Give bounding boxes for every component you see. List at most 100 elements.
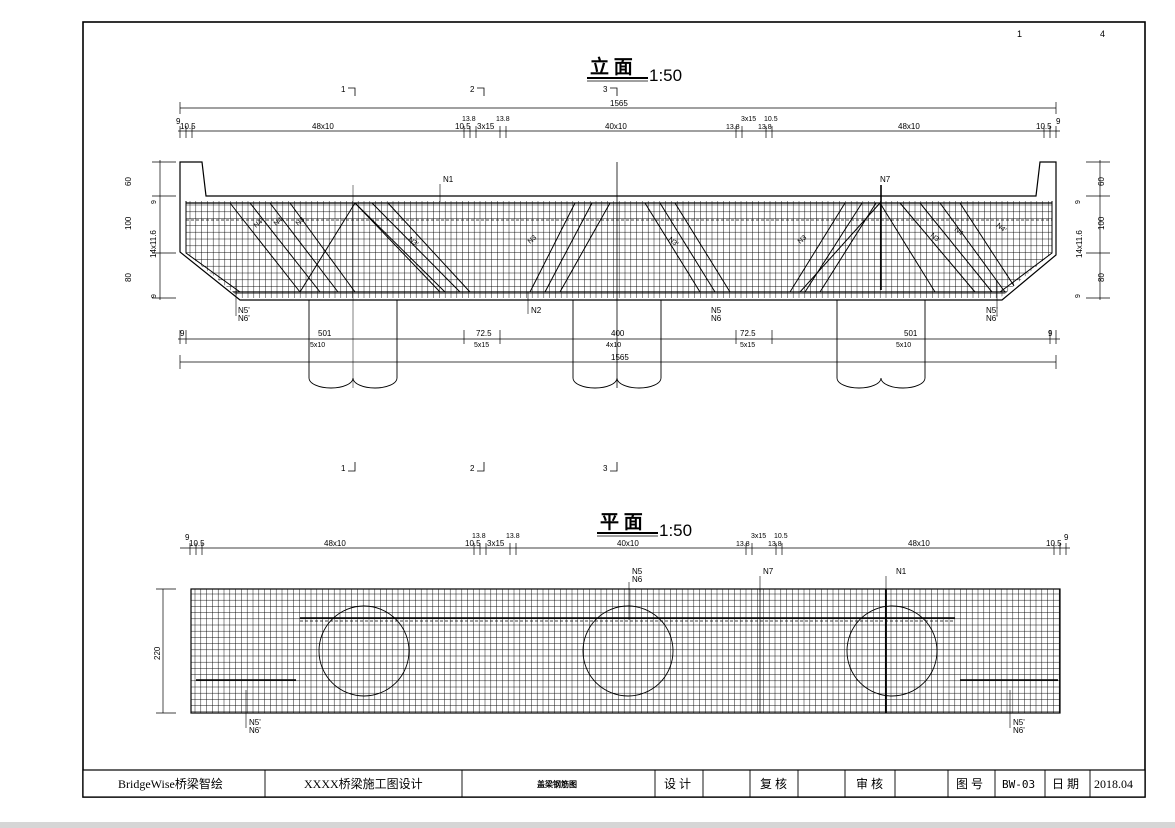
bent-rebar (354, 202, 446, 293)
label-n6p-right: N6' (986, 314, 998, 323)
section-mark-2-top: 2 (470, 85, 475, 94)
bent-rebar (229, 202, 301, 293)
label-n3-c: N3 (797, 234, 808, 245)
label-n3-b: N3 (527, 234, 538, 245)
tb-approve-label: 审 核 (856, 776, 883, 791)
bent-rebar (919, 202, 993, 293)
elev-left-dim-60: 60 (124, 177, 133, 186)
label-n6p-left: N6' (238, 314, 250, 323)
plan-dim-3x15-a: 3x15 (487, 539, 505, 548)
bent-rebar (879, 202, 936, 293)
label-n3p-c: N3' (929, 232, 941, 244)
tb-project: XXXX桥梁施工图设计 (304, 776, 423, 791)
section-mark-1-bottom: 1 (341, 464, 346, 473)
elev-right-dim-80: 80 (1097, 273, 1106, 282)
bent-rebar (544, 202, 593, 293)
plan-label-n5p-right: N5' (1013, 718, 1025, 727)
elev-dim-9-right: 9 (1056, 117, 1061, 126)
elev-bottom-501-right: 501 (904, 329, 918, 338)
bent-rebar (299, 202, 356, 293)
plan-label-n6p-right: N6' (1013, 726, 1025, 735)
label-n2: N2 (531, 306, 542, 315)
plan-view: 平 面 1:50 9 10.5 48x10 10.5 13.8 3x15 13.… (153, 512, 1070, 735)
elev-left-dim-80: 80 (124, 273, 133, 282)
plan-dim-9-right: 9 (1064, 533, 1069, 542)
cap-beam-outline (179, 161, 1057, 301)
elev-total-width-bottom: 1565 (611, 353, 629, 362)
elevation-rebar-mesh (186, 201, 1052, 298)
elev-dim-9-left: 9 (176, 117, 181, 126)
bent-rebar (789, 202, 846, 293)
bent-rebar (387, 202, 471, 293)
elev-dim-3x15-b: 3x15 (741, 116, 756, 123)
elev-right-dim-9b: 9 (1075, 294, 1082, 298)
elev-dim-48x10-left: 48x10 (312, 122, 334, 131)
bent-rebar (529, 202, 576, 293)
elev-bottom-400-sub: 4x10 (606, 342, 621, 349)
label-n4-a: N4 (273, 216, 284, 227)
bent-rebar (799, 202, 881, 293)
title-block: BridgeWise桥梁智绘 XXXX桥梁施工图设计 盖梁钢筋图 设 计 复 核… (82, 769, 1146, 798)
plan-dim-138-a: 13.8 (472, 533, 486, 540)
elev-right-dim-100: 100 (1097, 216, 1106, 230)
tb-drawing-name: 盖梁钢筋图 (537, 779, 577, 789)
bent-rebar (899, 202, 976, 293)
section-mark-3-top: 3 (603, 85, 608, 94)
plan-width-dim: 220 (153, 646, 162, 660)
bent-rebar (959, 202, 1019, 293)
plan-dim-105-b: 10.5 (465, 539, 481, 548)
elev-total-width-top: 1565 (610, 99, 628, 108)
bent-rebar (939, 202, 1006, 293)
plan-outline (190, 588, 1061, 714)
elev-dim-105-c: 10.5 (764, 116, 778, 123)
plan-dim-105-left: 10.5 (189, 539, 205, 548)
bent-rebar (269, 202, 339, 293)
bent-rebar (659, 202, 716, 293)
elev-dim-138-c: 13.8 (726, 124, 740, 131)
plan-label-n6p-left: N6' (249, 726, 261, 735)
elev-right-dim-9a: 9 (1075, 200, 1082, 204)
bent-rebar (559, 202, 611, 293)
tb-review-label: 复 核 (760, 777, 787, 791)
elev-bottom-400: 400 (611, 329, 625, 338)
label-n3-a: N3 (295, 216, 306, 227)
plan-label-n6: N6 (632, 575, 643, 584)
plan-rebar-labels: N5 N6 N7 N1 N5' N6' N5' N6' (245, 567, 1025, 735)
label-n5p-right: N5' (986, 306, 998, 315)
label-n1: N1 (443, 175, 454, 184)
window-bottom-strip (0, 822, 1175, 828)
elev-left-dim-100: 100 (124, 216, 133, 230)
elevation-scale: 1:50 (649, 66, 682, 85)
corner-number-right: 4 (1100, 29, 1105, 39)
elev-bottom-501-right-sub: 5x10 (896, 342, 911, 349)
elev-left-dim-14x116: 14x11.6 (149, 230, 158, 258)
elev-dim-138-a: 13.8 (462, 116, 476, 123)
elev-right-dim-14x116: 14x11.6 (1075, 230, 1084, 258)
plan-label-n1: N1 (896, 567, 907, 576)
plan-dim-48x10-right: 48x10 (908, 539, 930, 548)
plan-dim-138-d: 13.8 (768, 541, 782, 548)
bent-rebar (354, 202, 441, 293)
elevation-title: 立 面 (590, 55, 633, 78)
plan-dim-138-b: 13.8 (506, 533, 520, 540)
label-n4p-b: N4' (995, 222, 1007, 234)
section-mark-3-bottom: 3 (603, 464, 608, 473)
bent-rebar (644, 202, 701, 293)
plan-dim-138-c: 13.8 (736, 541, 750, 548)
plan-rebar-mesh (191, 589, 1060, 713)
elev-bottom-501-left-sub: 5x10 (310, 342, 325, 349)
label-n3p-a: N3' (407, 236, 419, 248)
bent-rebar (804, 202, 863, 293)
tb-date-label: 日 期 (1052, 777, 1079, 791)
plan-label-n5: N5 (632, 567, 643, 576)
elev-left-dim-9b: 9 (151, 294, 158, 298)
elev-dim-105-b: 10.5 (455, 122, 471, 131)
elevation-rebar-labels: N1 N7 N2 N5 N6 N5' N6' N5' N6' N3 N4 N4'… (235, 175, 1007, 323)
bent-rebar (371, 202, 461, 293)
elev-right-dim-60: 60 (1097, 177, 1106, 186)
section-mark-1-top: 1 (341, 85, 346, 94)
label-n4-b: N4 (953, 226, 964, 237)
elev-bottom-725-right-sub: 5x15 (740, 342, 755, 349)
elev-bottom-9-right: 9 (1048, 329, 1053, 338)
